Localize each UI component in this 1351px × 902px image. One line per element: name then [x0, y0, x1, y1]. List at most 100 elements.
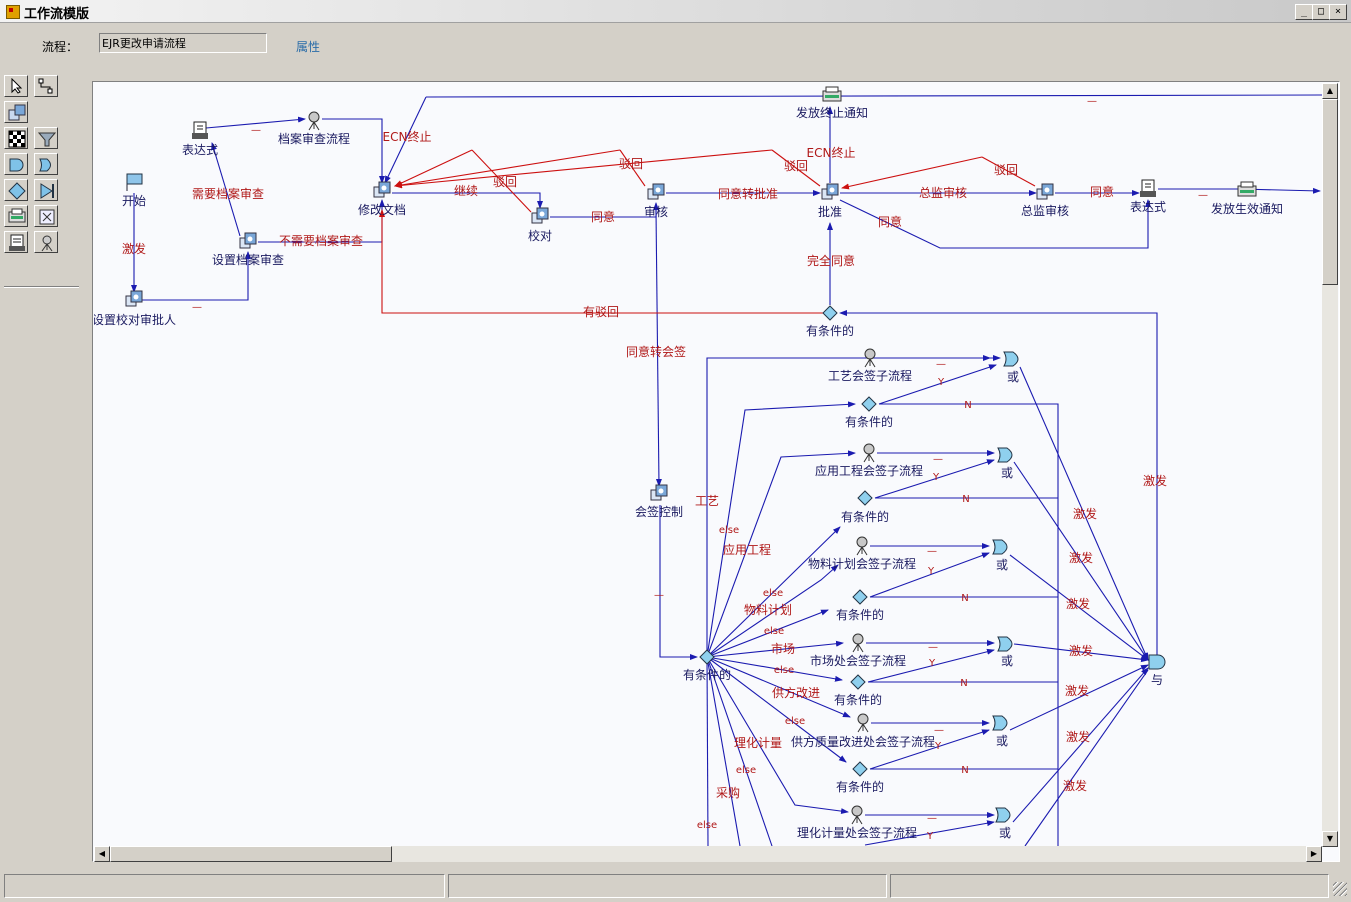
flow-edge[interactable]: [879, 403, 1059, 846]
workflow-node-sub6[interactable]: 理化计量处会签子流程: [797, 805, 917, 840]
horizontal-scroll-thumb[interactable]: [110, 846, 392, 862]
workflow-node-or6[interactable]: 或: [995, 807, 1011, 840]
flow-edge[interactable]: [869, 729, 990, 770]
vertical-scrollbar[interactable]: ▲ ▼: [1322, 83, 1338, 847]
workflow-node-release-stop[interactable]: 发放终止通知: [796, 86, 868, 120]
filter-tool[interactable]: [34, 127, 58, 149]
workflow-node-set-proof[interactable]: 设置校对审批人: [94, 290, 176, 327]
flow-edge[interactable]: [981, 156, 1036, 187]
flow-edge[interactable]: [706, 656, 851, 718]
flow-edge[interactable]: [878, 364, 997, 405]
flow-edge[interactable]: [706, 656, 847, 763]
and-gate-tool[interactable]: [4, 153, 28, 175]
scroll-left-button[interactable]: ◀: [94, 846, 110, 862]
scroll-right-button[interactable]: ▶: [1306, 846, 1322, 862]
flow-edge[interactable]: [1012, 667, 1149, 823]
workflow-node-sub1[interactable]: 工艺会签子流程: [828, 348, 912, 383]
flow-edge[interactable]: [1009, 664, 1149, 731]
pointer-tool[interactable]: [4, 75, 28, 97]
workflow-node-start[interactable]: 开始: [122, 173, 146, 208]
notify-tool[interactable]: [4, 205, 28, 227]
flow-edge[interactable]: [1024, 669, 1149, 847]
flow-edge[interactable]: [425, 94, 1322, 98]
workflow-node-expr2[interactable]: 表达式: [1130, 179, 1166, 214]
workflow-node-or4[interactable]: 或: [997, 636, 1013, 668]
workflow-node-or5[interactable]: 或: [992, 715, 1008, 748]
end-tool[interactable]: [34, 179, 58, 201]
flow-edge[interactable]: [706, 656, 843, 682]
flow-edge[interactable]: [142, 251, 251, 301]
workflow-node-approve[interactable]: 批准: [818, 183, 842, 219]
workflow-node-cond-main[interactable]: 有条件的: [683, 649, 731, 682]
flow-edge[interactable]: [706, 526, 841, 658]
activity-tool[interactable]: [4, 101, 28, 123]
horizontal-scrollbar[interactable]: ◀ ▶: [94, 846, 1322, 862]
flow-edge[interactable]: [771, 149, 821, 187]
expression-tool[interactable]: [4, 231, 28, 253]
flow-edge[interactable]: [379, 209, 830, 314]
maximize-button[interactable]: □: [1312, 4, 1330, 20]
workflow-node-proof[interactable]: 校对: [528, 207, 552, 243]
workflow-node-or3[interactable]: 或: [992, 539, 1008, 572]
workflow-node-archive-flow[interactable]: 档案审查流程: [278, 111, 350, 146]
flow-edge[interactable]: [839, 310, 1158, 655]
workflow-node-sub3[interactable]: 物料计划会签子流程: [808, 536, 916, 571]
condition-tool[interactable]: [4, 179, 28, 201]
flow-edge[interactable]: [384, 96, 427, 184]
flow-edge[interactable]: [211, 142, 241, 237]
flow-edge[interactable]: [841, 156, 983, 190]
workflow-node-review[interactable]: 审核: [644, 183, 668, 219]
flow-edge[interactable]: [706, 609, 829, 658]
flow-edge[interactable]: [1009, 554, 1149, 661]
scroll-down-button[interactable]: ▼: [1322, 831, 1338, 847]
workflow-node-sub5[interactable]: 供方质量改进处会签子流程: [791, 713, 935, 749]
workflow-node-release-effect[interactable]: 发放生效通知: [1211, 181, 1283, 216]
workflow-node-modify-doc[interactable]: 修改文档: [358, 181, 406, 217]
workflow-node-expr1[interactable]: 表达式: [182, 121, 218, 157]
flow-edge[interactable]: [471, 149, 532, 213]
vertical-scroll-thumb[interactable]: [1322, 99, 1338, 285]
flow-edge[interactable]: [869, 552, 990, 598]
flow-edge[interactable]: [659, 505, 698, 660]
flow-edge[interactable]: [706, 656, 709, 847]
flow-edge[interactable]: [706, 640, 844, 658]
grid-tool[interactable]: [4, 127, 28, 149]
workflow-node-sub4[interactable]: 市场处会签子流程: [810, 633, 906, 668]
workflow-node-chief-review[interactable]: 总监审核: [1021, 183, 1069, 218]
flow-edge[interactable]: [867, 648, 995, 683]
workflow-node-and1[interactable]: 与: [1148, 654, 1166, 687]
workflow-node-c1[interactable]: 有条件的: [845, 396, 893, 429]
workflow-node-set-archive[interactable]: 设置档案审查: [212, 232, 284, 267]
flow-edge[interactable]: [706, 656, 849, 815]
flow-edge[interactable]: [205, 116, 306, 129]
workflow-node-or2[interactable]: 或: [997, 447, 1013, 480]
properties-link[interactable]: 属性: [296, 40, 321, 54]
flow-edge[interactable]: [706, 656, 741, 847]
minimize-button[interactable]: _: [1295, 4, 1313, 20]
flow-edge[interactable]: [394, 149, 621, 188]
subprocess-tool[interactable]: [34, 205, 58, 227]
flow-edge[interactable]: [394, 149, 473, 187]
workflow-node-sub2[interactable]: 应用工程会签子流程: [815, 443, 923, 478]
workflow-diagram[interactable]: 激发需要档案审查——不需要档案审查ECN终止继续驳回同意驳回同意转批准驳回ECN…: [94, 83, 1322, 847]
flow-edge[interactable]: [392, 192, 543, 209]
workflow-node-c2[interactable]: 有条件的: [841, 490, 889, 524]
close-button[interactable]: ×: [1329, 4, 1347, 20]
workflow-node-c4[interactable]: 有条件的: [834, 674, 882, 707]
flow-edge[interactable]: [706, 564, 839, 658]
flow-edge[interactable]: [706, 450, 856, 658]
participant-tool[interactable]: [34, 231, 58, 253]
flow-edge[interactable]: [706, 401, 856, 658]
flow-edge[interactable]: [1013, 643, 1149, 663]
flow-edge[interactable]: [322, 118, 385, 184]
workflow-node-c5[interactable]: 有条件的: [836, 761, 884, 794]
workflow-node-or1[interactable]: 或: [1003, 351, 1019, 384]
workflow-node-countersign[interactable]: 会签控制: [635, 484, 683, 519]
flow-edge[interactable]: [864, 820, 995, 846]
flow-edge[interactable]: [655, 209, 662, 487]
flow-edge[interactable]: [619, 149, 646, 187]
flow-edge[interactable]: [1013, 461, 1149, 661]
flow-edge[interactable]: [706, 656, 773, 847]
or-gate-tool[interactable]: [34, 153, 58, 175]
